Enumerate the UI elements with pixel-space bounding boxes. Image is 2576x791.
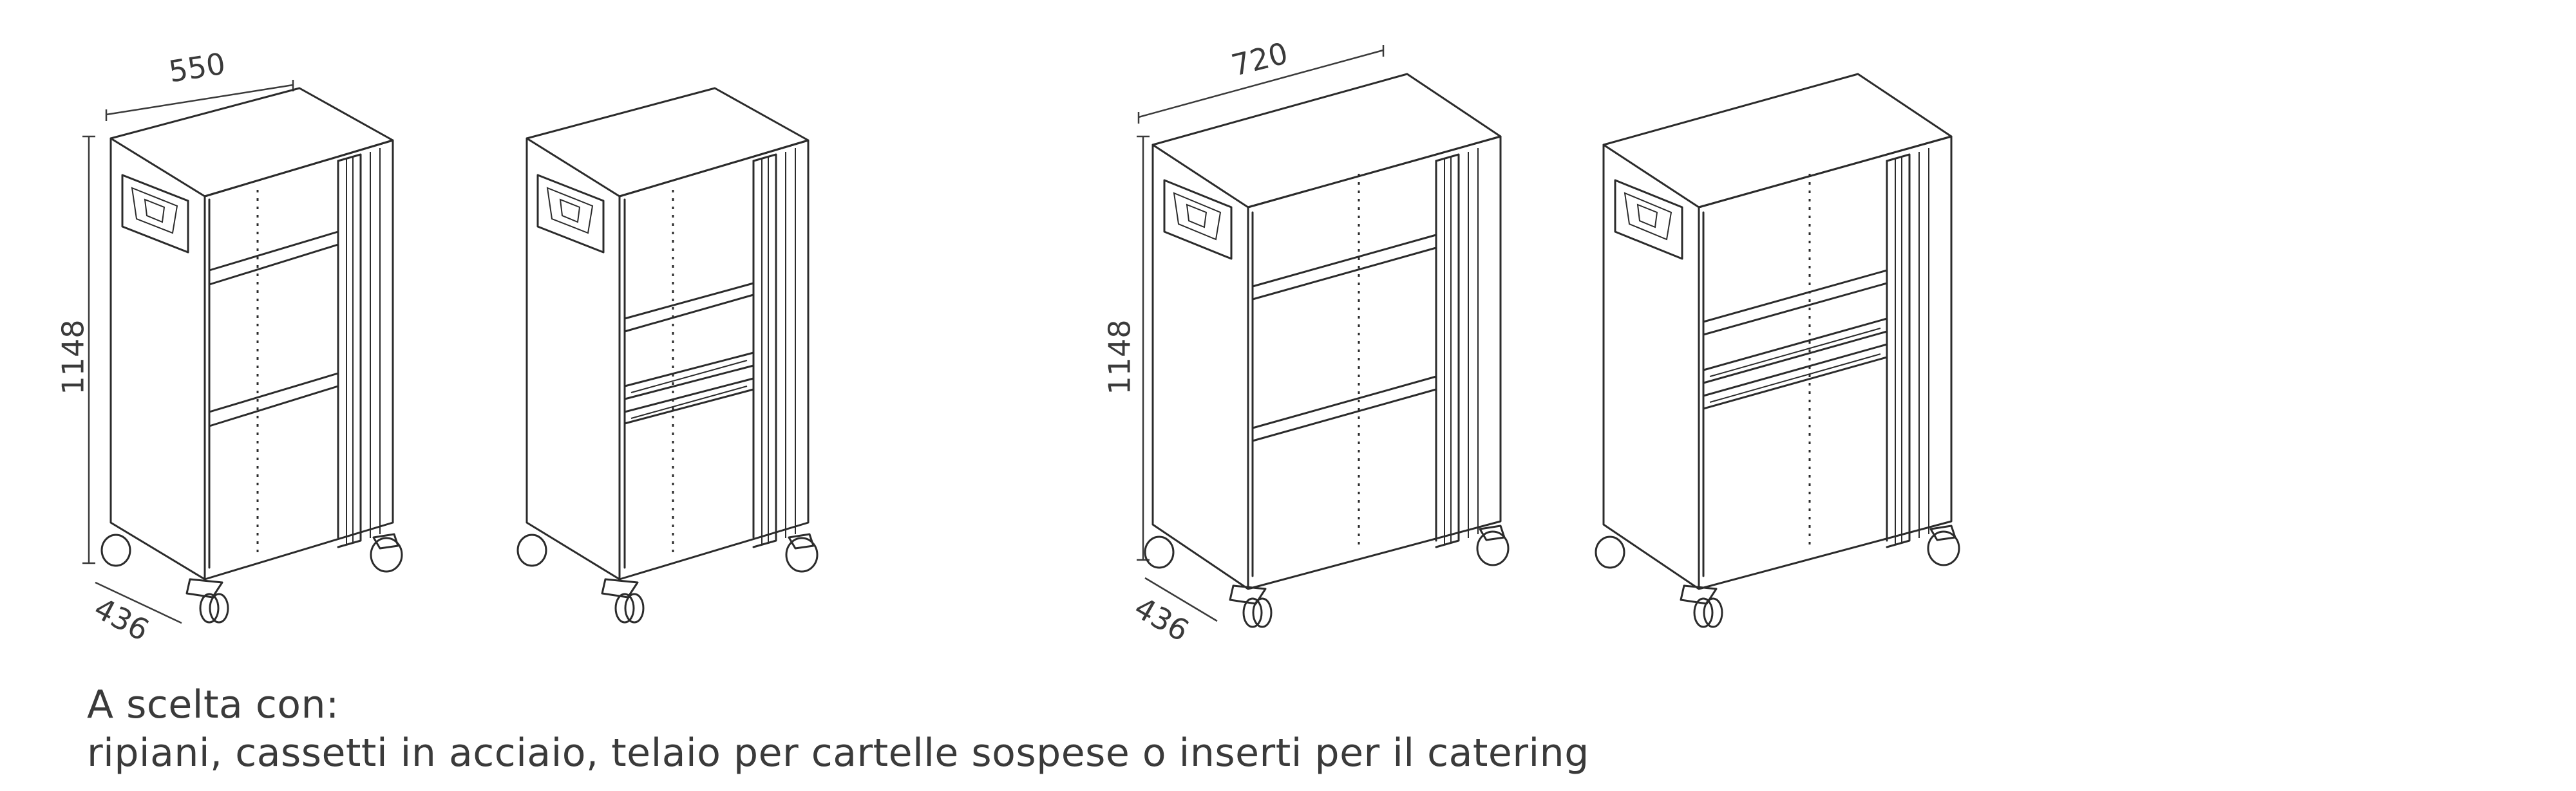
- dimension-lines-small: [82, 80, 294, 624]
- cabinet-550-drawers: [516, 87, 819, 624]
- height-label-large: 1148: [1102, 319, 1137, 395]
- cabinet-720-drawers: [1595, 73, 1960, 628]
- dimension-lines-large: [1137, 45, 1385, 622]
- caption-line-1: A scelta con:: [87, 682, 339, 727]
- cabinet-720-shelves: [1144, 73, 1510, 628]
- height-label-small: 1148: [55, 319, 91, 395]
- caption-line-2: ripiani, cassetti in acciaio, telaio per…: [87, 731, 1589, 776]
- cabinet-550-shelves: [100, 87, 403, 624]
